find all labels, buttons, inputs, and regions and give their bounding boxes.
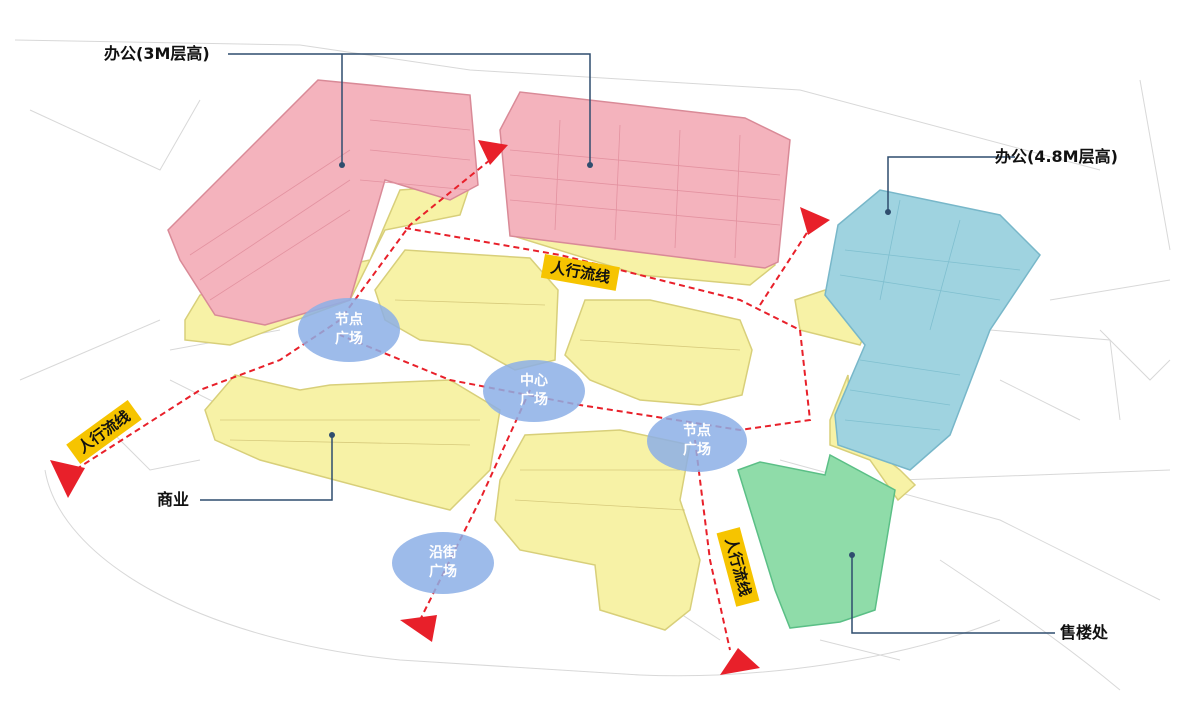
commerce-block-north: [374, 249, 559, 371]
leader-dots: [329, 162, 891, 558]
office-tower-northwest: [167, 79, 479, 326]
office-tower-north: [499, 91, 791, 269]
facade-lines: [220, 299, 741, 511]
flow-route-main-loop: [74, 159, 491, 471]
office-tower-east: [824, 189, 1041, 471]
office-3m-towers: [167, 79, 791, 326]
flow-route-southeast: [694, 439, 731, 651]
office-48m-window-grid: [839, 199, 1021, 431]
plaza-street: 沿街 广场: [392, 532, 494, 594]
sales-office: [737, 453, 896, 629]
label-sales-office: 售楼处: [1060, 623, 1109, 642]
plaza-node-left: 节点 广场: [298, 298, 400, 362]
office-3m-window-grid: [189, 119, 781, 301]
flow-route-north-east: [759, 227, 811, 306]
sales-office-building: [737, 453, 896, 629]
leader-sales-office: [851, 555, 1055, 634]
arrowhead-west: [50, 460, 85, 498]
leader-office-48m: [887, 156, 1015, 212]
label-office-3m: 办公(3M层高): [104, 44, 210, 63]
arrowhead-south: [400, 615, 437, 642]
commerce-block-northeast: [564, 299, 753, 406]
leader-office-3m: [228, 53, 591, 165]
arrowhead-northeast: [800, 207, 830, 235]
commerce-block-south: [494, 429, 701, 631]
label-office-48m: 办公(4.8M层高): [995, 147, 1118, 166]
leader-commerce: [200, 435, 333, 501]
office-48m-tower: [824, 189, 1041, 471]
plaza-node-right: 节点 广场: [647, 410, 747, 472]
arrowhead-southeast: [720, 648, 760, 675]
leader-lines: [200, 53, 1055, 634]
label-commerce: 商业: [157, 490, 190, 509]
arrowhead-north: [478, 140, 508, 165]
plaza-center: 中心 广场: [483, 360, 585, 422]
flow-arrowheads: [50, 140, 830, 675]
